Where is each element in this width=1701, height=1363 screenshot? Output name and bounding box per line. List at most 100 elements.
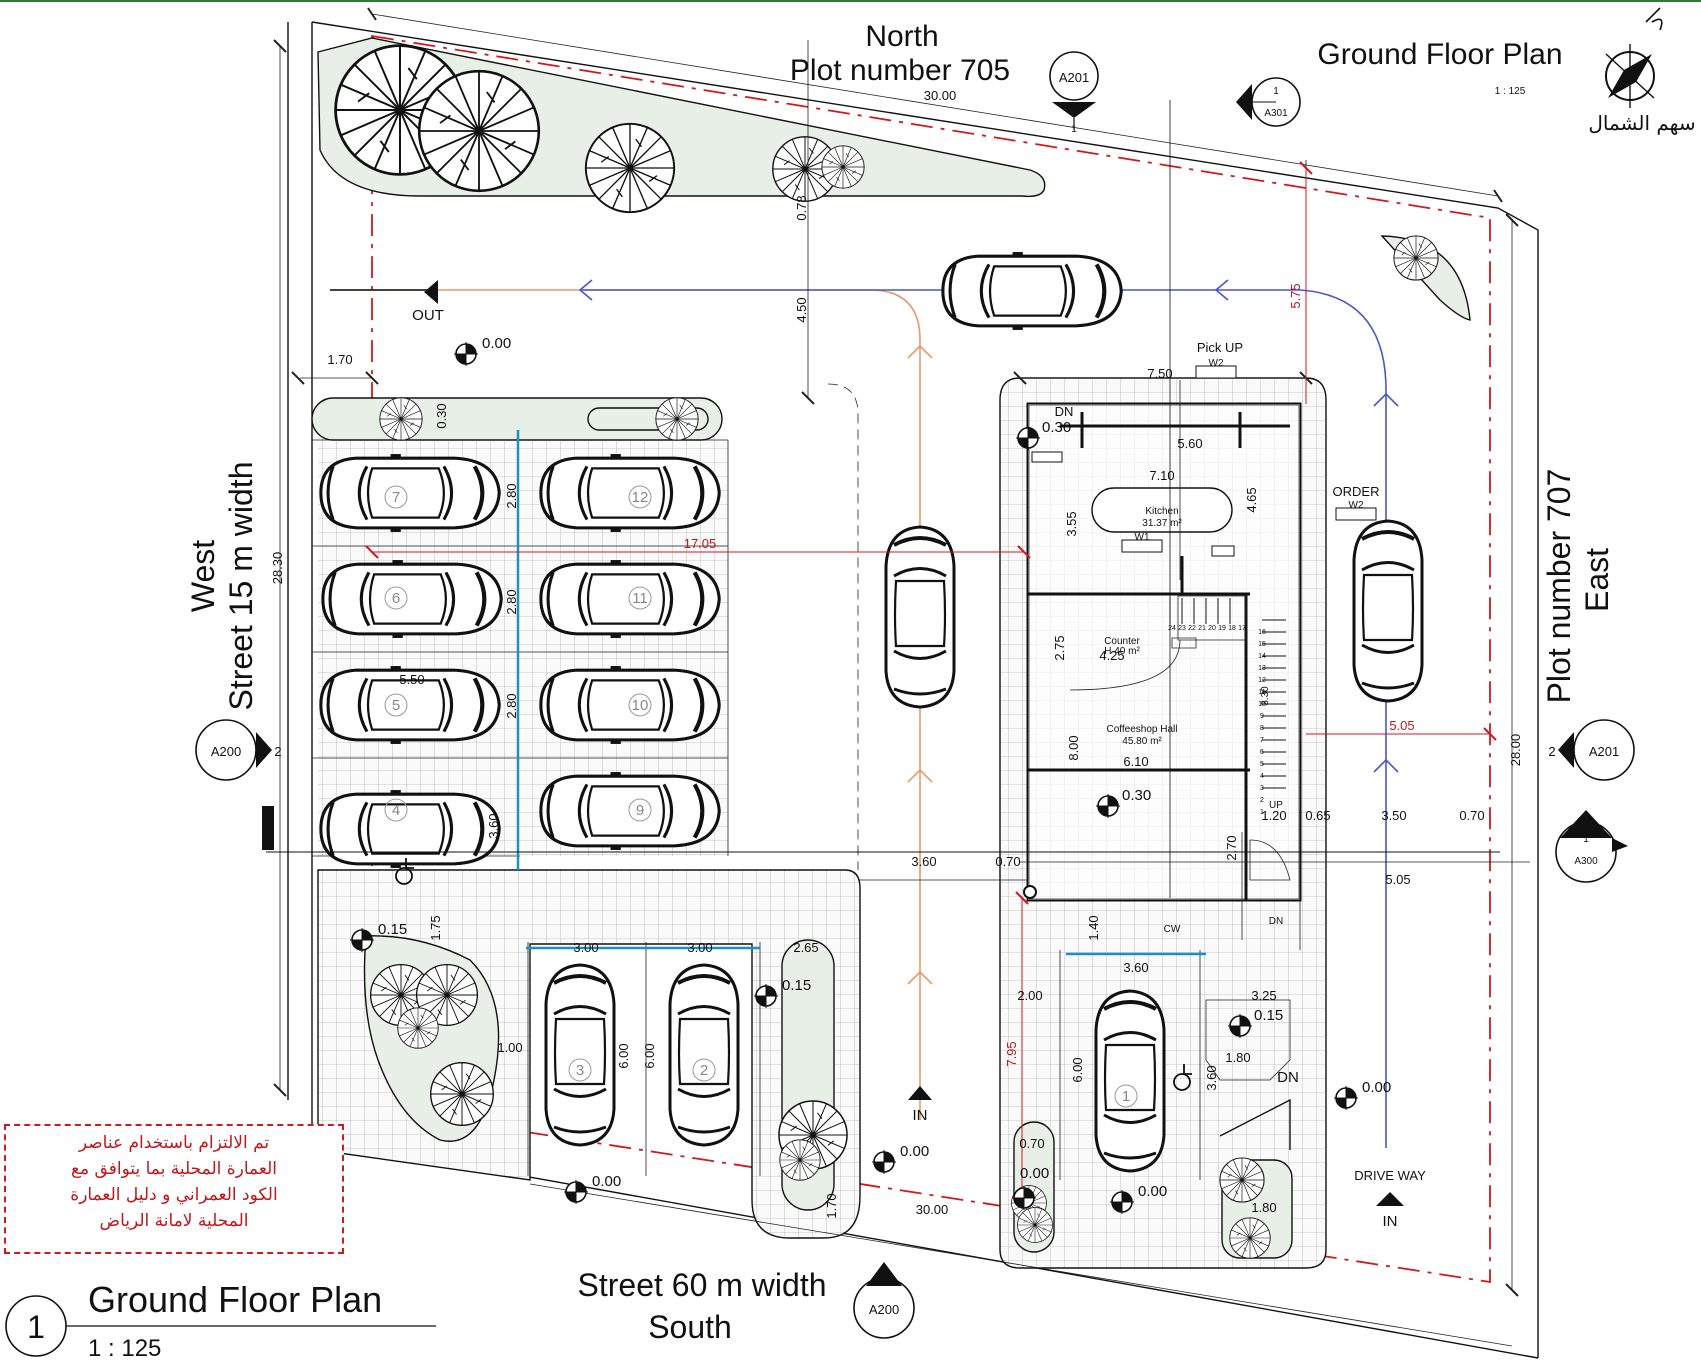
pick-up-label: Pick UP [1197, 340, 1243, 355]
svg-text:6.00: 6.00 [1070, 1057, 1085, 1082]
svg-text:12: 12 [1258, 677, 1266, 684]
title-block: 1 Ground Floor Plan 1 : 125 [5, 1279, 436, 1362]
svg-text:3.50: 3.50 [1381, 808, 1406, 823]
red-dimension-texts: 17.05 5.75 5.05 7.95 [684, 283, 1415, 1066]
svg-text:22: 22 [1188, 625, 1196, 632]
parking-stalls-west [312, 430, 729, 870]
svg-text:1: 1 [1071, 124, 1077, 135]
plan-scale: 1 : 125 [1495, 86, 1526, 97]
svg-text:2: 2 [1260, 797, 1264, 804]
svg-text:0.00: 0.00 [1020, 1165, 1049, 1182]
svg-text:3: 3 [1260, 785, 1264, 792]
svg-text:7: 7 [1260, 737, 1264, 744]
svg-text:23: 23 [1178, 625, 1186, 632]
building [1019, 365, 1377, 902]
svg-text:3.60: 3.60 [486, 813, 501, 838]
svg-text:9: 9 [1260, 713, 1264, 720]
svg-text:1.80: 1.80 [1251, 1200, 1276, 1215]
svg-text:8: 8 [1260, 725, 1264, 732]
south-street: Street 60 m width [578, 1267, 827, 1303]
dn-label-top: DN [1055, 404, 1074, 419]
svg-text:0.00: 0.00 [1362, 1079, 1391, 1096]
svg-text:3.60: 3.60 [1123, 960, 1148, 975]
parking-number: 7 [392, 489, 400, 506]
svg-text:3.00: 3.00 [573, 940, 598, 955]
north-plot-number: Plot number 705 [790, 54, 1010, 87]
room-hall-area: 45.80 m² [1122, 736, 1162, 747]
svg-text:0.00: 0.00 [1138, 1183, 1167, 1200]
room-kitchen-name: Kitchen [1145, 506, 1178, 517]
north-arrow-icon [1605, 7, 1663, 108]
section-marker-texts: A201 1 1 A301 A200 2 A201 2 1 A300 1 A20… [211, 70, 1619, 1317]
svg-text:5.50: 5.50 [399, 672, 424, 687]
svg-text:11: 11 [1258, 689, 1265, 696]
svg-text:28.30: 28.30 [270, 552, 285, 585]
svg-text:0.15: 0.15 [782, 977, 811, 994]
parking-number: 9 [636, 802, 644, 819]
svg-text:1.70: 1.70 [824, 1193, 839, 1218]
parking-number: 10 [632, 697, 649, 714]
svg-text:3.60: 3.60 [1204, 1065, 1219, 1090]
window-tag: W2 [1209, 358, 1224, 369]
in-label: IN [913, 1107, 928, 1124]
svg-text:10: 10 [1258, 701, 1266, 708]
svg-text:5.05: 5.05 [1385, 872, 1410, 887]
svg-text:4.25: 4.25 [1099, 648, 1124, 663]
parking-number: 11 [632, 590, 648, 607]
svg-text:3.60: 3.60 [911, 854, 936, 869]
svg-text:5.75: 5.75 [1288, 283, 1303, 308]
local-architecture-note: تم الالتزام باستخدام عناصر العمارة المحل… [4, 1124, 344, 1254]
east-label: East [1579, 548, 1615, 612]
svg-text:8.00: 8.00 [1066, 735, 1081, 760]
cw-label: CW [1164, 924, 1181, 935]
note-line: تم الالتزام باستخدام عناصر [78, 1133, 270, 1153]
svg-text:1.70: 1.70 [327, 352, 352, 367]
svg-text:1: 1 [1273, 86, 1279, 97]
svg-text:17: 17 [1238, 625, 1246, 632]
window-tag: W2 [1349, 500, 1364, 511]
plan-labels: OUT IN IN DRIVE WAY Pick UP ORDER DN DN … [412, 307, 1426, 1230]
svg-text:0.78: 0.78 [794, 195, 809, 220]
svg-text:4.50: 4.50 [794, 297, 809, 322]
svg-text:2.80: 2.80 [504, 589, 519, 614]
west-street: Street 15 m width [223, 462, 259, 711]
svg-text:16: 16 [1258, 629, 1266, 636]
parking-numbers: 7 6 5 4 12 11 10 9 3 2 1 [384, 485, 1138, 1108]
svg-text:21: 21 [1198, 625, 1206, 632]
svg-text:5.05: 5.05 [1389, 718, 1414, 733]
west-label: West [185, 540, 221, 612]
dn-label-bottom: DN [1269, 916, 1283, 927]
svg-text:0.00: 0.00 [900, 1143, 929, 1160]
svg-text:0.00: 0.00 [592, 1173, 621, 1190]
parking-number: 3 [576, 1062, 584, 1079]
svg-text:A201: A201 [1059, 70, 1089, 85]
note-line: الكود العمراني و دليل العمارة [70, 1185, 278, 1205]
wheelchair-icon [395, 858, 1192, 1091]
north-arrow-label: سهم الشمال [1588, 111, 1695, 135]
ramp-steps [1205, 810, 1301, 1150]
room-counter-name: Counter [1104, 636, 1140, 647]
svg-text:20: 20 [1208, 625, 1216, 632]
svg-text:1: 1 [1260, 809, 1264, 816]
svg-text:30.00: 30.00 [916, 1202, 949, 1217]
svg-text:15: 15 [1258, 641, 1266, 648]
svg-text:6: 6 [1260, 749, 1264, 756]
svg-text:1.20: 1.20 [1261, 808, 1286, 823]
svg-text:0.30: 0.30 [1042, 419, 1071, 436]
parking-number: 6 [392, 590, 400, 607]
svg-text:19: 19 [1218, 625, 1226, 632]
svg-text:0.70: 0.70 [1019, 1136, 1044, 1151]
up-label: UP [1269, 800, 1283, 811]
east-plot-number: Plot number 707 [1541, 469, 1577, 704]
window-tag: W1 [1135, 532, 1150, 543]
parking-number: 5 [392, 697, 400, 714]
svg-text:2.65: 2.65 [793, 940, 818, 955]
svg-text:0.00: 0.00 [482, 335, 511, 352]
svg-text:14: 14 [1258, 653, 1266, 660]
svg-text:18: 18 [1228, 625, 1236, 632]
dimension-texts: 30.00 30.00 1.70 4.50 0.78 7.50 5.60 7.1… [270, 88, 1523, 1219]
note-line: المحلية لامانة الرياض [99, 1211, 249, 1231]
svg-text:1: 1 [881, 1276, 887, 1287]
drive-way-label: DRIVE WAY [1354, 1168, 1426, 1183]
